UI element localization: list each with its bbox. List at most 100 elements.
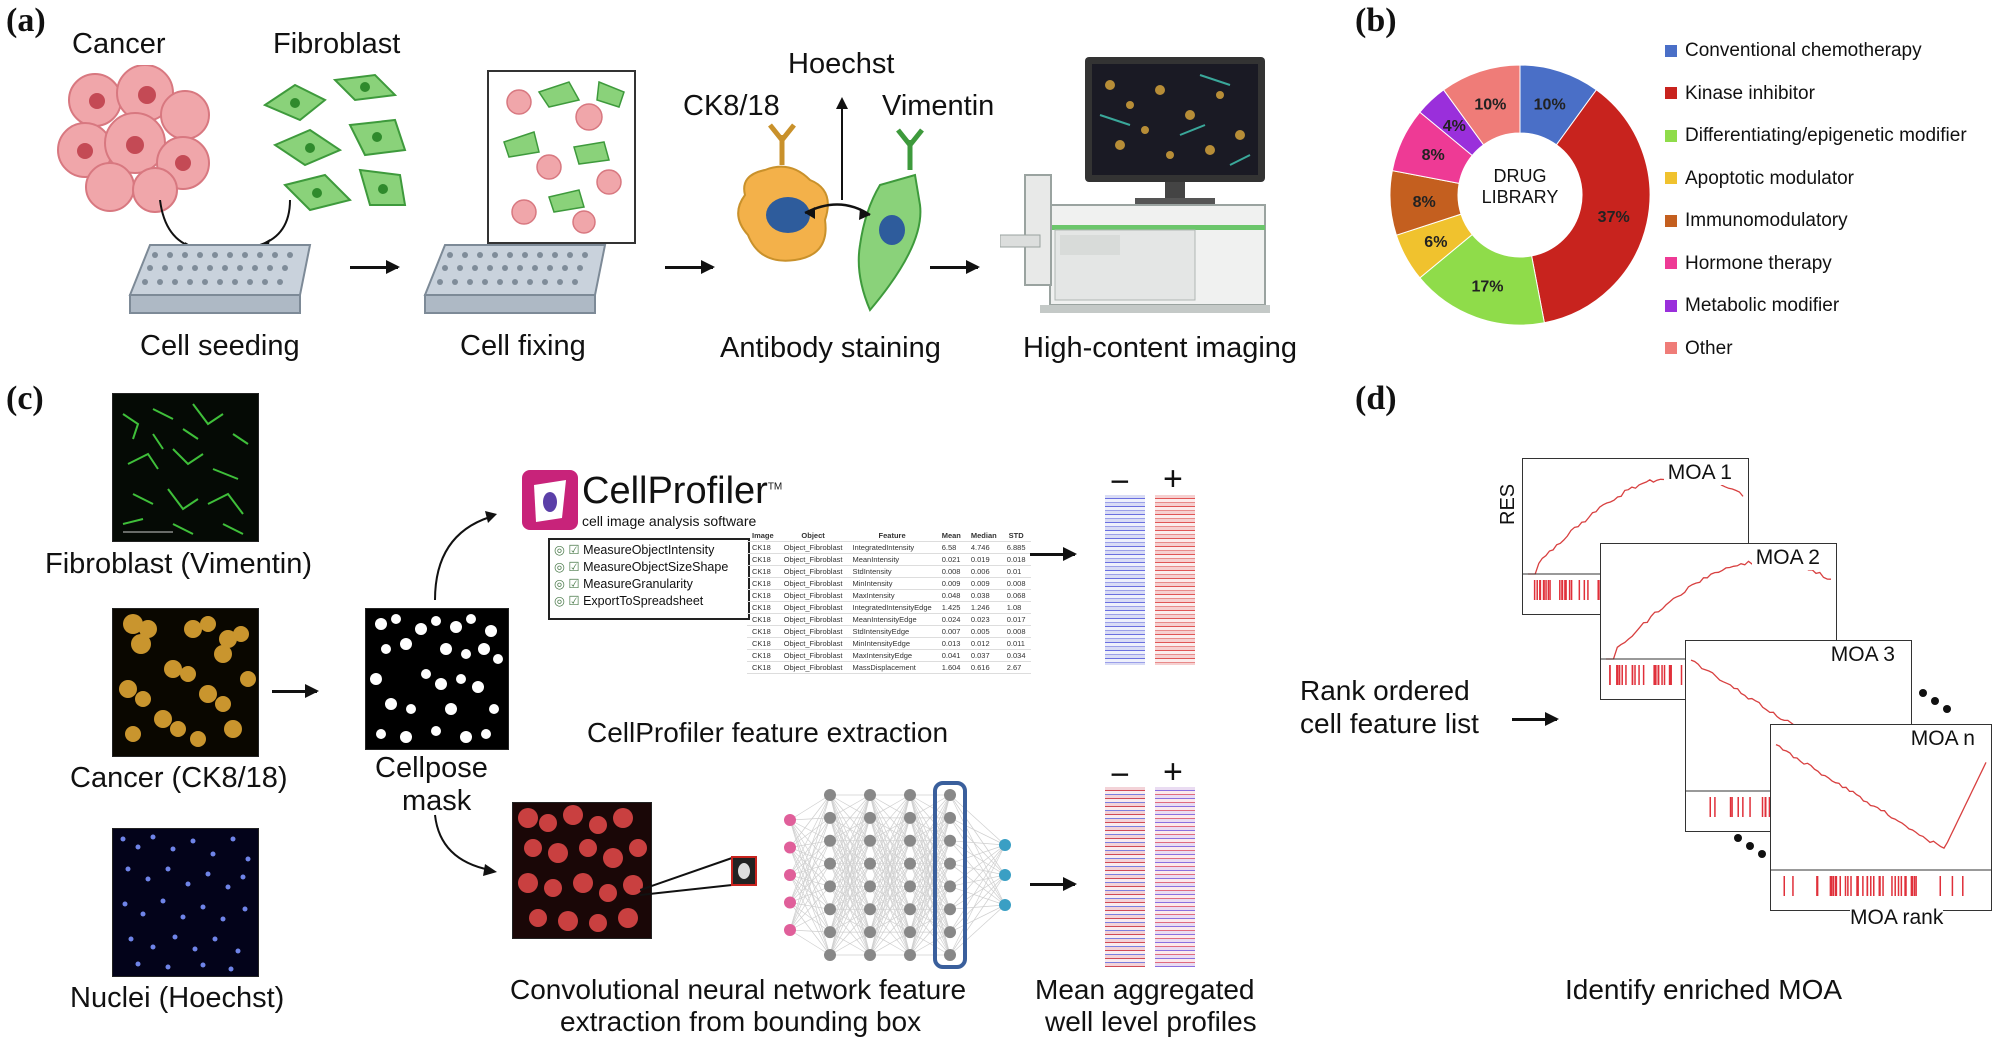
arrow-to-mask xyxy=(272,690,317,693)
table-cell: 0.008 xyxy=(937,566,966,578)
module-item: ◎ ☑ MeasureObjectIntensity xyxy=(554,542,748,557)
module-check-icon: ◎ ☑ xyxy=(554,560,583,574)
nn-node xyxy=(824,812,836,824)
arrow-step-1 xyxy=(350,266,398,269)
table-cell: Object_Fibroblast xyxy=(779,542,848,554)
fibroblast-cells-illustration xyxy=(255,65,415,215)
table-cell: 0.616 xyxy=(966,662,1002,674)
moa-rank-tick xyxy=(1609,665,1611,685)
table-cell: 0.037 xyxy=(966,650,1002,662)
table-cell: Object_Fibroblast xyxy=(779,554,848,566)
legend-item: Hormone therapy xyxy=(1665,253,1832,275)
feature-table: ImageObjectFeatureMeanMedianSTD CK18Obje… xyxy=(747,530,1031,674)
table-cell: MinIntensity xyxy=(847,578,936,590)
nn-node xyxy=(944,926,956,938)
table-cell: 0.041 xyxy=(937,650,966,662)
nn-connection xyxy=(950,875,1005,955)
cellprofiler-tm: TM xyxy=(768,481,782,492)
legend-label: Hormone therapy xyxy=(1685,253,1832,274)
nn-node xyxy=(864,903,876,915)
moa-rank-tick xyxy=(1654,665,1656,685)
nn-node xyxy=(944,949,956,961)
table-cell: 0.009 xyxy=(966,578,1002,590)
moa-rank-tick xyxy=(1534,580,1536,600)
table-cell: 0.038 xyxy=(966,590,1002,602)
legend-item: Conventional chemotherapy xyxy=(1665,40,1922,62)
arrow-step-3 xyxy=(930,266,978,269)
moa-rank-tick xyxy=(1730,797,1732,817)
donut-label-4: 8% xyxy=(1413,194,1436,211)
moa-rank-tick xyxy=(1882,876,1884,896)
legend-item: Differentiating/epigenetic modifier xyxy=(1665,125,1967,147)
hoechst-label: Hoechst xyxy=(788,48,894,81)
nn-node xyxy=(864,835,876,847)
cancer-ck818-image xyxy=(112,608,259,757)
nn-node xyxy=(999,869,1011,881)
table-cell: 0.005 xyxy=(966,626,1002,638)
moa-rank-tick xyxy=(1792,876,1794,896)
table-cell: Object_Fibroblast xyxy=(779,578,848,590)
nn-node xyxy=(904,880,916,892)
cellprofiler-name-text: CellProfiler xyxy=(582,470,768,512)
nn-connection xyxy=(790,930,830,932)
nn-node xyxy=(944,903,956,915)
legend-label: Differentiating/epigenetic modifier xyxy=(1685,125,1967,146)
arrow-to-profile-2 xyxy=(1030,883,1075,886)
table-cell: Object_Fibroblast xyxy=(779,626,848,638)
cellprofiler-caption: CellProfiler feature extraction xyxy=(587,717,948,749)
moa-rank-tick xyxy=(1681,665,1683,685)
nn-node xyxy=(784,842,796,854)
moa-rank-tick xyxy=(1830,876,1832,896)
moa-rank-tick xyxy=(1762,797,1764,817)
moa-rank-tick xyxy=(1709,797,1711,817)
bounding-box-image xyxy=(512,802,652,939)
table-row: CK18Object_FibroblastIntegratedIntensity… xyxy=(747,542,1031,554)
image-label-cancer: Cancer (CK8/18) xyxy=(70,762,288,795)
module-label: ExportToSpreadsheet xyxy=(583,594,703,608)
table-row: CK18Object_FibroblastIntegratedIntensity… xyxy=(747,602,1031,614)
table-cell: 2.67 xyxy=(1002,662,1031,674)
nn-connection xyxy=(950,905,1005,909)
legend-item: Kinase inhibitor xyxy=(1665,83,1815,105)
agg-caption-line2: well level profiles xyxy=(1045,1006,1257,1038)
table-cell: 0.023 xyxy=(966,614,1002,626)
legend-label: Metabolic modifier xyxy=(1685,295,1839,316)
nn-node xyxy=(999,899,1011,911)
step-label-cell-fixing: Cell fixing xyxy=(460,330,586,363)
nn-connection xyxy=(950,818,1005,875)
moa-rank-tick xyxy=(1845,876,1847,896)
fibroblast-label: Fibroblast xyxy=(273,28,400,61)
imaging-instrument-illustration xyxy=(1000,55,1270,325)
table-cell: 0.006 xyxy=(966,566,1002,578)
table-cell: CK18 xyxy=(747,650,779,662)
nn-node xyxy=(904,812,916,824)
nn-node xyxy=(944,789,956,801)
legend-label: Conventional chemotherapy xyxy=(1685,40,1922,61)
legend-swatch xyxy=(1665,172,1677,184)
nn-connection xyxy=(790,820,830,909)
well-plate-2 xyxy=(420,240,610,320)
moa-rank-tick xyxy=(1548,580,1550,600)
legend-label: Other xyxy=(1685,338,1733,359)
table-cell: 0.048 xyxy=(937,590,966,602)
nn-node xyxy=(784,814,796,826)
donut-center-line1: DRUG xyxy=(1480,166,1560,187)
legend-swatch xyxy=(1665,130,1677,142)
antibody-staining-illustration xyxy=(720,95,960,315)
panel-label-a: (a) xyxy=(6,2,46,40)
image-label-fibroblast: Fibroblast (Vimentin) xyxy=(45,548,312,581)
table-row: CK18Object_FibroblastMeanIntensity0.0210… xyxy=(747,554,1031,566)
nn-node xyxy=(784,924,796,936)
table-cell: 1.425 xyxy=(937,602,966,614)
profile-1-plus: + xyxy=(1163,460,1183,499)
legend-swatch xyxy=(1665,87,1677,99)
moa-rank-tick xyxy=(1714,797,1716,817)
table-cell: 0.012 xyxy=(966,638,1002,650)
ellipsis-dots-2 xyxy=(1730,830,1780,870)
module-item: ◎ ☑ ExportToSpreadsheet xyxy=(554,593,748,608)
bbox-zoom-lines xyxy=(640,855,760,925)
table-cell: MeanIntensity xyxy=(847,554,936,566)
moa-rank-tick xyxy=(1866,876,1868,896)
donut-label-1: 37% xyxy=(1598,209,1630,226)
nn-connection xyxy=(950,875,1005,932)
